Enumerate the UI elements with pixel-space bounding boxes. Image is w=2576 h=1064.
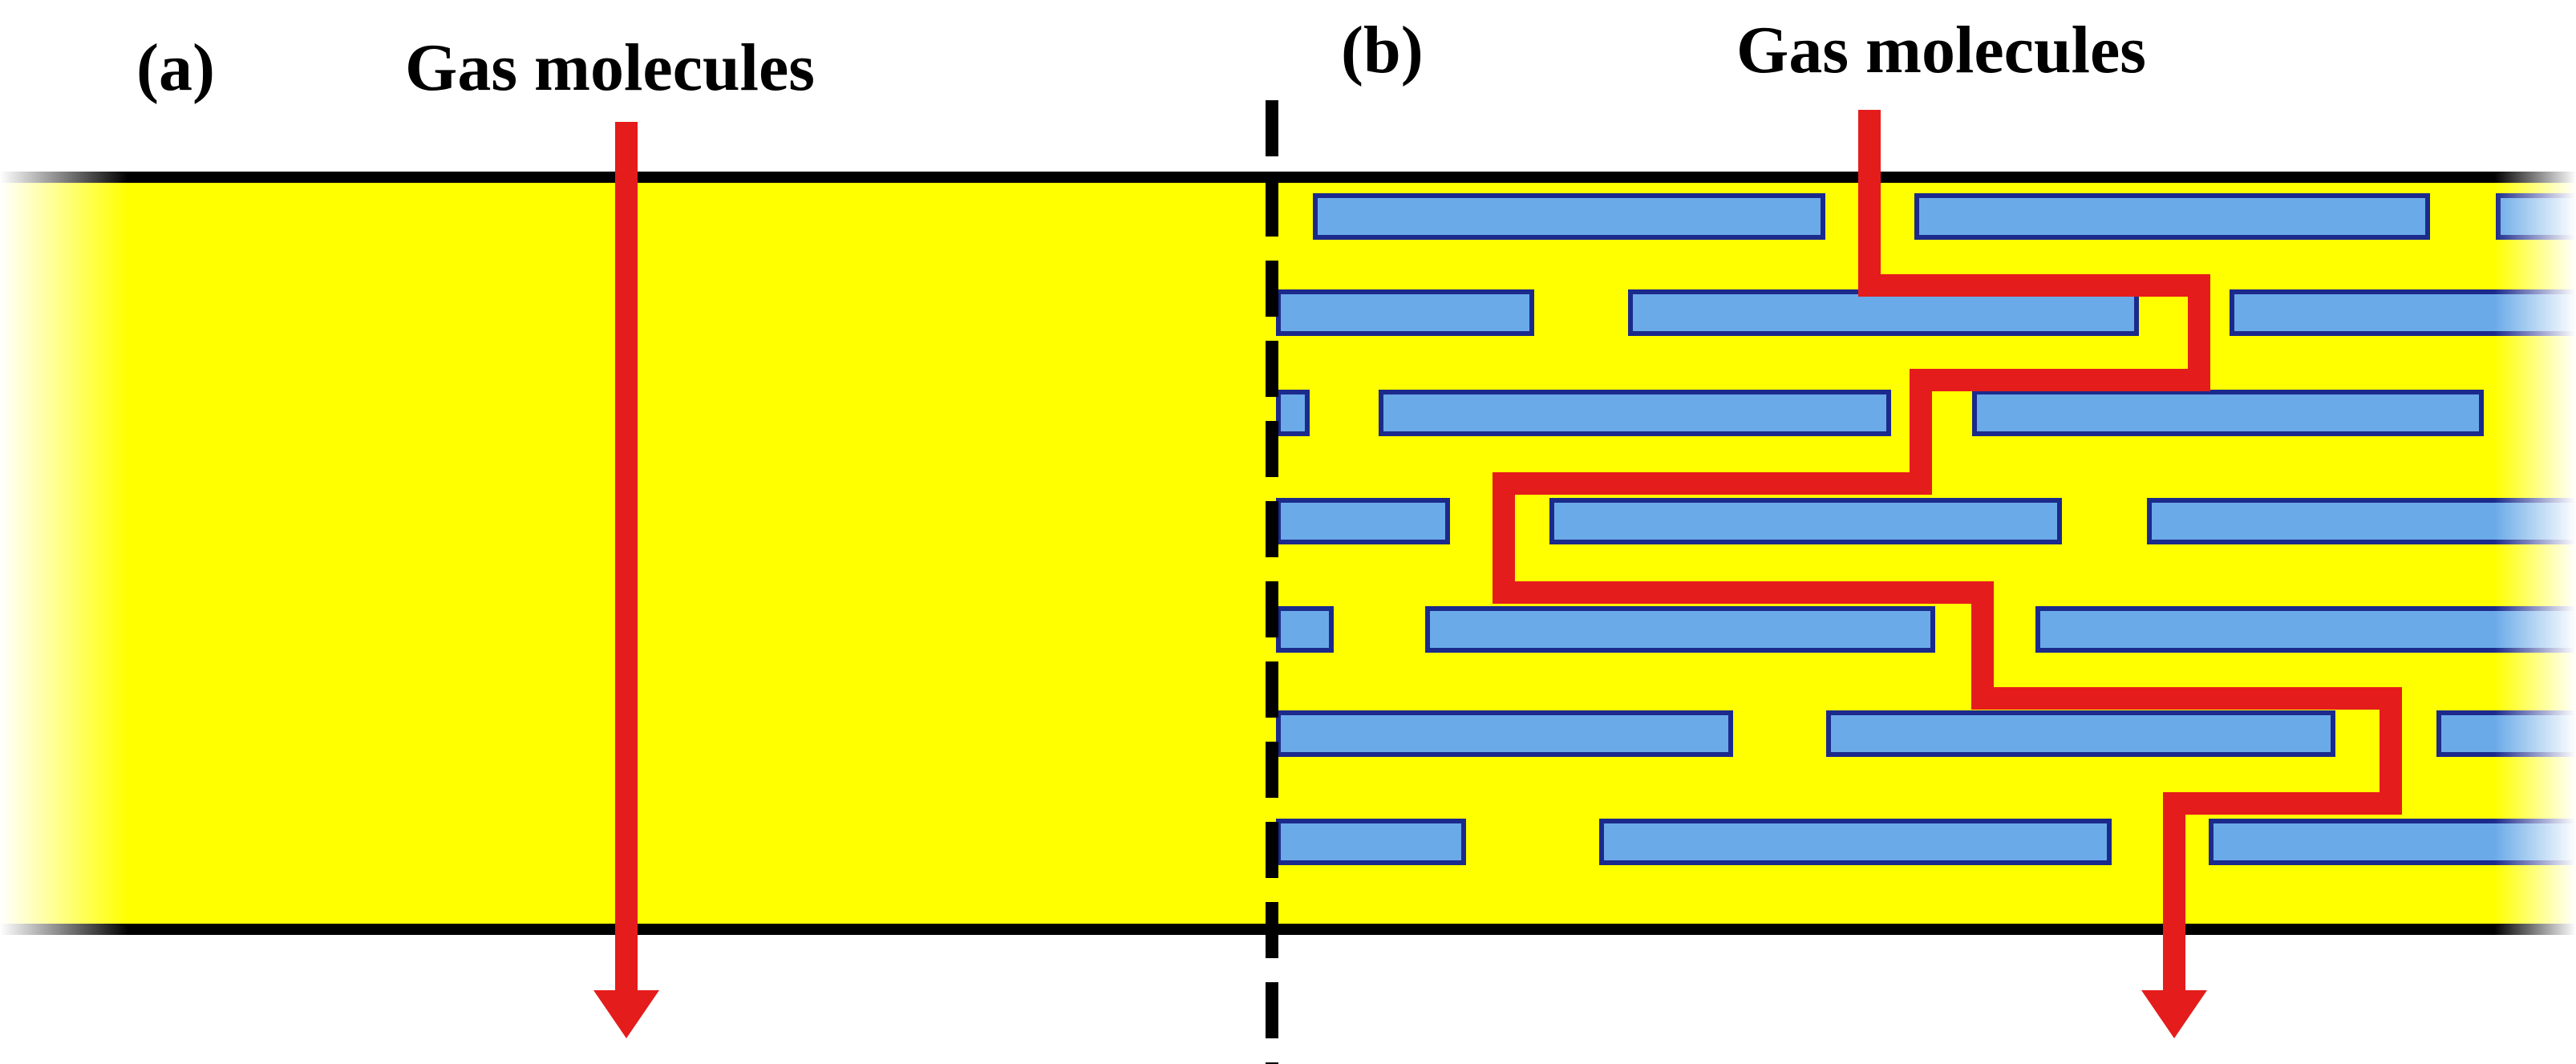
panel-a-tag: (a) bbox=[136, 30, 215, 105]
platelet bbox=[1276, 710, 1733, 757]
platelet bbox=[1379, 390, 1891, 436]
platelet bbox=[1628, 289, 2139, 336]
panel-a-label: Gas molecules bbox=[405, 30, 815, 105]
panel-b-tag: (b) bbox=[1341, 13, 1424, 87]
platelet bbox=[1972, 390, 2484, 436]
platelet bbox=[1914, 193, 2430, 240]
path-a bbox=[593, 122, 659, 1038]
right-edge-fade bbox=[2494, 160, 2576, 946]
platelet bbox=[1276, 390, 1310, 436]
platelet bbox=[1276, 289, 1534, 336]
path-b bbox=[1493, 110, 2402, 1038]
platelet bbox=[1425, 606, 1935, 653]
platelet bbox=[1549, 498, 2062, 544]
path-b-arrowhead bbox=[2141, 990, 2207, 1038]
path-a-arrowhead bbox=[593, 990, 659, 1038]
platelet bbox=[1826, 710, 2335, 757]
path-b-line bbox=[1493, 110, 2402, 998]
left-edge-fade bbox=[0, 160, 128, 946]
platelet bbox=[1276, 498, 1450, 544]
platelet bbox=[1276, 606, 1334, 653]
platelet bbox=[1313, 193, 1825, 240]
platelet bbox=[2035, 606, 2576, 653]
platelet bbox=[1599, 819, 2112, 865]
panel-b-label: Gas molecules bbox=[1736, 13, 2146, 87]
platelet bbox=[1276, 819, 1466, 865]
